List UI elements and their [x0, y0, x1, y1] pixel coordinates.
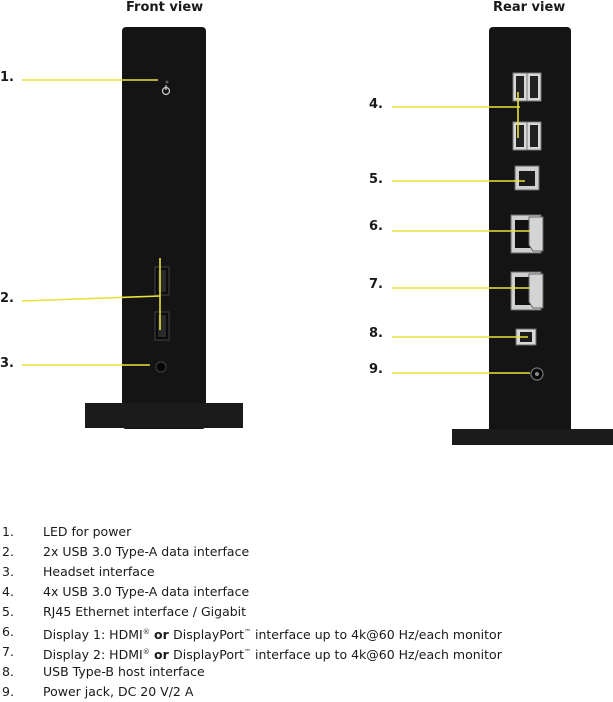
legend-number: 6.	[2, 624, 14, 639]
legend-number: 2.	[2, 544, 14, 559]
rear-view-title: Rear view	[493, 0, 566, 15]
headset-jack-icon	[155, 361, 167, 373]
usb-a-port-icon	[154, 266, 170, 341]
legend-text: Display 1: HDMI® or DisplayPort™ interfa…	[43, 627, 502, 643]
callout-lines	[21, 79, 530, 374]
hdmi-port-icon	[528, 216, 544, 309]
legend-text: RJ45 Ethernet interface / Gigabit	[43, 604, 247, 619]
legend-text: Display 2: HDMI® or DisplayPort™ interfa…	[43, 647, 502, 663]
callout-number-1: 1.	[0, 70, 14, 85]
legend-number: 1.	[2, 524, 14, 539]
legend-text: Power jack, DC 20 V/2 A	[43, 684, 194, 699]
legend-number: 5.	[2, 604, 14, 619]
rear-device-graphic	[510, 72, 544, 381]
callout-number-9: 9.	[369, 362, 383, 377]
legend-number: 4.	[2, 584, 14, 599]
legend-number: 7.	[2, 644, 14, 659]
callout-number-8: 8.	[369, 326, 383, 341]
callout-number-4: 4.	[369, 97, 383, 112]
legend-text: 4x USB 3.0 Type-A data interface	[43, 584, 250, 599]
legend-text: Headset interface	[43, 564, 155, 579]
legend-number: 8.	[2, 664, 14, 679]
power-jack-icon	[530, 367, 544, 381]
callout-number-5: 5.	[369, 172, 383, 187]
ethernet-port-icon	[514, 165, 540, 191]
power-icon	[161, 80, 171, 96]
usb-a-port-icon	[512, 72, 542, 151]
callout-number-6: 6.	[369, 219, 383, 234]
legend-text: LED for power	[43, 524, 132, 539]
legend-text: USB Type-B host interface	[43, 664, 205, 679]
front-view-title: Front view	[126, 0, 204, 15]
front-device-graphic	[154, 80, 171, 373]
callout-number-3: 3.	[0, 356, 14, 371]
legend-text: 2x USB 3.0 Type-A data interface	[43, 544, 250, 559]
callout-number-7: 7.	[369, 277, 383, 292]
legend-number: 3.	[2, 564, 14, 579]
legend-number: 9.	[2, 684, 14, 699]
callout-line-2	[21, 258, 161, 302]
callout-number-2: 2.	[0, 291, 14, 306]
